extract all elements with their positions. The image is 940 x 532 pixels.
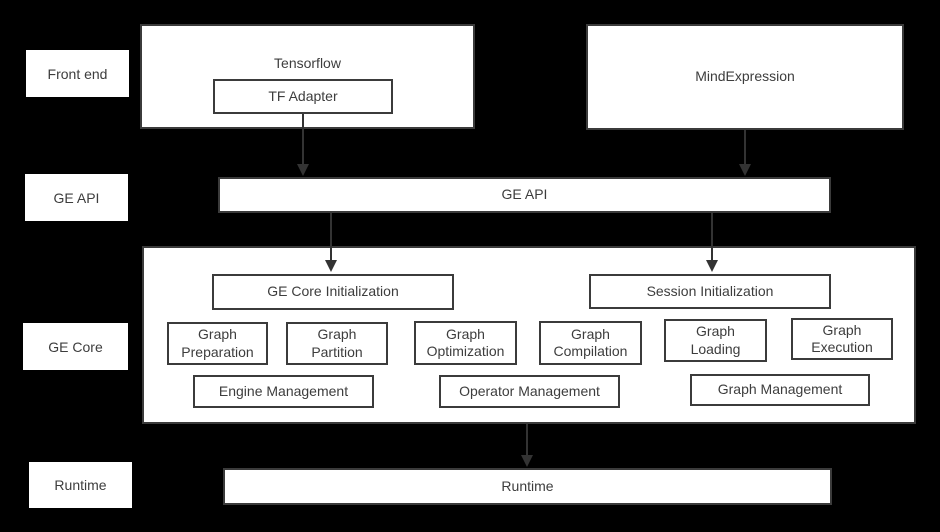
graph-preparation-box: Graph Preparation (167, 322, 268, 365)
arrow-ge-core-to-runtime (521, 424, 533, 467)
arrow-shaft (302, 114, 304, 164)
row-label-runtime: Runtime (29, 462, 132, 508)
stage-label-line: Graph (571, 325, 610, 342)
arrow-shaft (526, 424, 528, 455)
arrow-mindexpression-to-ge-api (739, 130, 751, 176)
stage-label-line: Execution (811, 339, 873, 355)
runtime-box: Runtime (223, 468, 832, 505)
arrow-head-icon (706, 260, 718, 272)
operator-management-box: Operator Management (439, 375, 620, 408)
ge-api-label: GE API (501, 186, 548, 203)
tensorflow-box: Tensorflow TF Adapter (140, 24, 475, 129)
graph-optimization-box: Graph Optimization (414, 321, 517, 365)
stage-label-line: Partition (311, 343, 363, 360)
graph-partition-box: Graph Partition (286, 322, 388, 365)
row-label-ge-api: GE API (25, 174, 128, 221)
stage-label-line: Graph (198, 326, 237, 342)
tf-adapter-label: TF Adapter (268, 87, 338, 104)
ge-api-box: GE API (218, 177, 831, 213)
tf-adapter-box: TF Adapter (213, 79, 393, 114)
row-label-front-end: Front end (26, 50, 129, 97)
stage-label-line: Preparation (181, 343, 254, 360)
arrow-shaft (330, 213, 332, 260)
engine-management-box: Engine Management (193, 375, 374, 408)
runtime-label: Runtime (501, 477, 554, 494)
arrow-ge-api-to-ge-core-initialization (325, 213, 337, 272)
engine-management-label: Engine Management (218, 382, 349, 399)
stage-label-line: Graph (822, 321, 862, 338)
arrow-head-icon (325, 260, 337, 272)
graph-loading-box: Graph Loading (664, 319, 767, 362)
stage-label-line: Graph (696, 323, 735, 339)
arrow-shaft (711, 213, 713, 260)
arrow-shaft (744, 130, 746, 164)
arrow-tf-adapter-to-ge-api (297, 114, 309, 176)
stage-label-line: Compilation (553, 343, 628, 359)
graph-management-box: Graph Management (690, 374, 870, 406)
session-initialization-label: Session Initialization (646, 282, 774, 299)
graph-management-label: Graph Management (717, 381, 843, 398)
graph-compilation-box: Graph Compilation (539, 321, 642, 365)
row-label-ge-core: GE Core (23, 323, 128, 370)
tensorflow-label: Tensorflow (274, 55, 341, 71)
arrow-ge-api-to-session-initialization (706, 213, 718, 272)
ge-core-initialization-label: GE Core Initialization (267, 283, 399, 300)
arrow-head-icon (521, 455, 533, 467)
arrow-head-icon (297, 164, 309, 176)
stage-label-line: Loading (690, 340, 741, 357)
operator-management-label: Operator Management (459, 382, 600, 399)
graph-execution-box: Graph Execution (791, 318, 893, 360)
ge-core-initialization-box: GE Core Initialization (212, 274, 454, 310)
stage-label-line: Optimization (426, 343, 505, 359)
stage-label-line: Graph (317, 326, 357, 342)
mindexpression-label: MindExpression (695, 68, 795, 85)
stage-label-line: Graph (446, 325, 485, 342)
session-initialization-box: Session Initialization (589, 274, 831, 309)
arrow-head-icon (739, 164, 751, 176)
mindexpression-box: MindExpression (586, 24, 904, 130)
